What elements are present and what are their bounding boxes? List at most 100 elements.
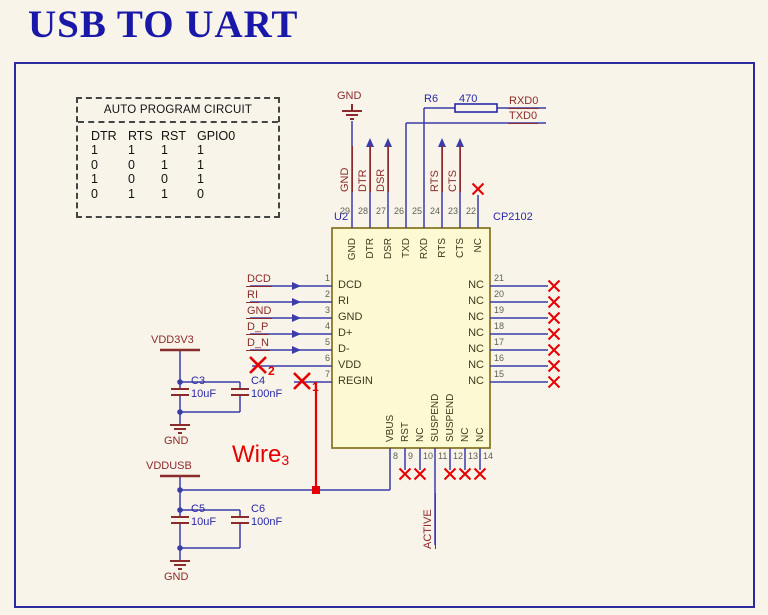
pin-number-26: 26: [393, 206, 404, 216]
pin-number-12: 12: [453, 451, 464, 461]
cell: 1: [91, 172, 98, 187]
chip-pin-nc15: NC: [468, 375, 484, 387]
net-rxd0: RXD0: [508, 95, 540, 109]
c4-refdes: C4: [251, 375, 266, 387]
net-dcd: DCD: [246, 273, 272, 287]
chip-pin-dcd: DCD: [338, 279, 362, 291]
c5-value: 10uF: [191, 516, 217, 528]
pin-number-7: 7: [324, 369, 330, 379]
chip-pin-vdd: VDD: [338, 359, 362, 371]
chip-pin-dminus: D-: [338, 343, 350, 355]
chip-body[interactable]: [331, 227, 491, 449]
chip-refdes: U2: [334, 211, 349, 223]
cell: 0: [128, 172, 135, 187]
chip-pin-top-nc: NC: [473, 238, 484, 253]
net-d-n: D_N: [246, 337, 271, 351]
sheet-frame: [14, 62, 755, 608]
pin-number-8: 8: [393, 451, 399, 461]
auto-program-row-1: 1 1 1 1: [78, 143, 278, 158]
col-gpio0: GPIO0: [197, 129, 236, 143]
c3-refdes: C3: [191, 375, 206, 387]
power-flag-bars: [160, 348, 200, 478]
pin-number-21: 21: [494, 273, 505, 283]
r6-refdes: R6: [424, 93, 439, 105]
net-gnd: GND: [246, 305, 273, 319]
auto-program-row-2: 0 0 1 1: [78, 157, 278, 172]
chip-pin-nc16: NC: [468, 359, 484, 371]
capacitor-symbols[interactable]: [171, 388, 249, 524]
pin-number-24: 24: [429, 206, 440, 216]
cell: 1: [161, 143, 168, 158]
col-rts: RTS: [128, 129, 153, 143]
pin-number-22: 22: [465, 206, 476, 216]
net-top-gnd: GND: [339, 146, 353, 192]
pin-number-28: 28: [357, 206, 368, 216]
auto-program-title: AUTO PROGRAM CIRCUIT: [78, 99, 278, 123]
junction-dots: [177, 379, 183, 551]
net-top-dsr: DSR: [375, 146, 389, 192]
auto-program-row-3: 1 0 0 1: [78, 172, 278, 187]
chip-pin-nc20: NC: [468, 295, 484, 307]
pin-number-5: 5: [324, 337, 330, 347]
resistor-symbol[interactable]: [454, 103, 498, 113]
net-d-p: D_P: [246, 321, 270, 335]
pin-number-19: 19: [494, 305, 505, 315]
cell: 1: [197, 157, 204, 172]
chip-pin-gnd: GND: [338, 311, 363, 323]
gnd-label-bottom: GND: [164, 571, 189, 583]
chip-pin-ri: RI: [338, 295, 349, 307]
net-ri: RI: [246, 289, 259, 303]
pin-number-14: 14: [483, 451, 494, 461]
ground-symbols: [170, 104, 362, 570]
chip-pin-top-dtr: DTR: [365, 238, 376, 259]
chip-pin-nc10: NC: [415, 427, 426, 442]
col-dtr: DTR: [91, 129, 117, 143]
chip-pin-rst: RST: [400, 422, 411, 442]
wire-annotation-text: Wire: [232, 441, 282, 468]
cell: 1: [128, 186, 135, 201]
chip-pin-regin: REGIN: [338, 375, 373, 387]
chip-pin-top-dsr: DSR: [383, 238, 394, 260]
chip-pin-suspend1: SUSPEND: [430, 393, 441, 442]
pin-number-4: 4: [324, 321, 330, 331]
net-top-cts: CTS: [447, 146, 461, 192]
x2-index: 2: [268, 364, 275, 378]
gnd-label-top: GND: [337, 90, 362, 102]
chip-pin-nc14: NC: [475, 427, 486, 442]
chip-pin-nc21: NC: [468, 279, 484, 291]
chip-pin-nc18: NC: [468, 327, 484, 339]
cell: 0: [128, 157, 135, 172]
chip-pin-dplus: D+: [338, 327, 353, 339]
c6-value: 100nF: [251, 516, 283, 528]
pin-number-20: 20: [494, 289, 505, 299]
pin-number-2: 2: [324, 289, 330, 299]
pin-number-16: 16: [494, 353, 505, 363]
chip-pin-nc17: NC: [468, 343, 484, 355]
cell: 1: [161, 157, 168, 172]
r6-value: 470: [459, 93, 478, 105]
col-rst: RST: [161, 129, 186, 143]
pin-number-1: 1: [324, 273, 330, 283]
c4-value: 100nF: [251, 388, 283, 400]
pin-number-13: 13: [468, 451, 479, 461]
chip-pin-top-rts: RTS: [437, 238, 448, 258]
net-top-dtr: DTR: [357, 146, 371, 192]
c6-refdes: C6: [251, 503, 266, 515]
pin-number-6: 6: [324, 353, 330, 363]
gnd-label-mid: GND: [164, 435, 189, 447]
net-top-rts: RTS: [429, 146, 443, 192]
chip-pin-nc13: NC: [460, 427, 471, 442]
pin-number-15: 15: [494, 369, 505, 379]
pin-number-25: 25: [411, 206, 422, 216]
chip-pin-nc19: NC: [468, 311, 484, 323]
auto-program-header: DTR RTS RST GPIO0: [78, 129, 278, 143]
c5-refdes: C5: [191, 503, 206, 515]
pin-number-23: 23: [447, 206, 458, 216]
wire-annotation: Wire3: [232, 441, 289, 469]
pin-number-17: 17: [494, 337, 505, 347]
chip-part-number: CP2102: [493, 211, 533, 223]
pin-number-29: 29: [339, 206, 350, 216]
pin-number-18: 18: [494, 321, 505, 331]
red-wire-junction: [312, 486, 320, 494]
